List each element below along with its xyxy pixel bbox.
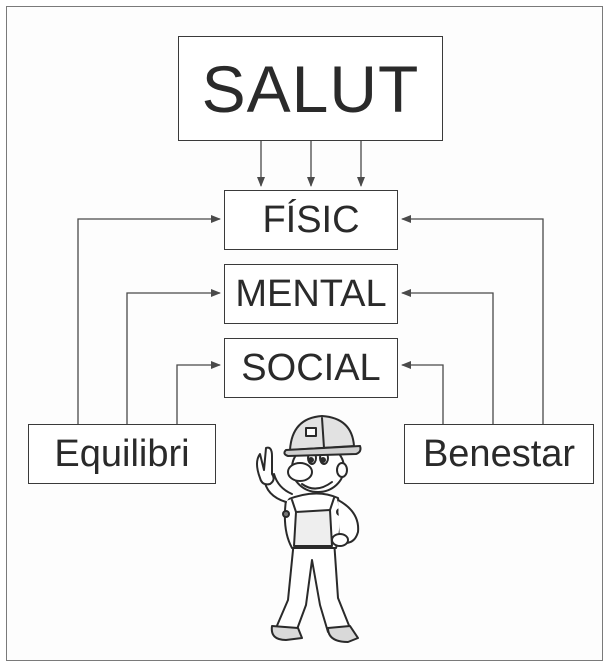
mental-box: MENTAL (224, 264, 398, 324)
worker-thumbs-up-icon (256, 415, 362, 643)
benestar-to-social-arrow (401, 361, 444, 424)
equilibri-box: Equilibri (28, 424, 216, 484)
social-box: SOCIAL (224, 338, 398, 398)
equilibri-to-social-arrow (176, 361, 221, 424)
benestar-to-fisic-arrow (401, 215, 544, 424)
salut-box: SALUT (178, 36, 443, 141)
equilibri-to-fisic-arrow (77, 215, 221, 424)
benestar-box: Benestar (404, 424, 594, 484)
fisic-box: FÍSIC (224, 190, 398, 250)
equilibri-to-mental-arrow (126, 289, 221, 424)
benestar-to-mental-arrow (401, 289, 494, 424)
